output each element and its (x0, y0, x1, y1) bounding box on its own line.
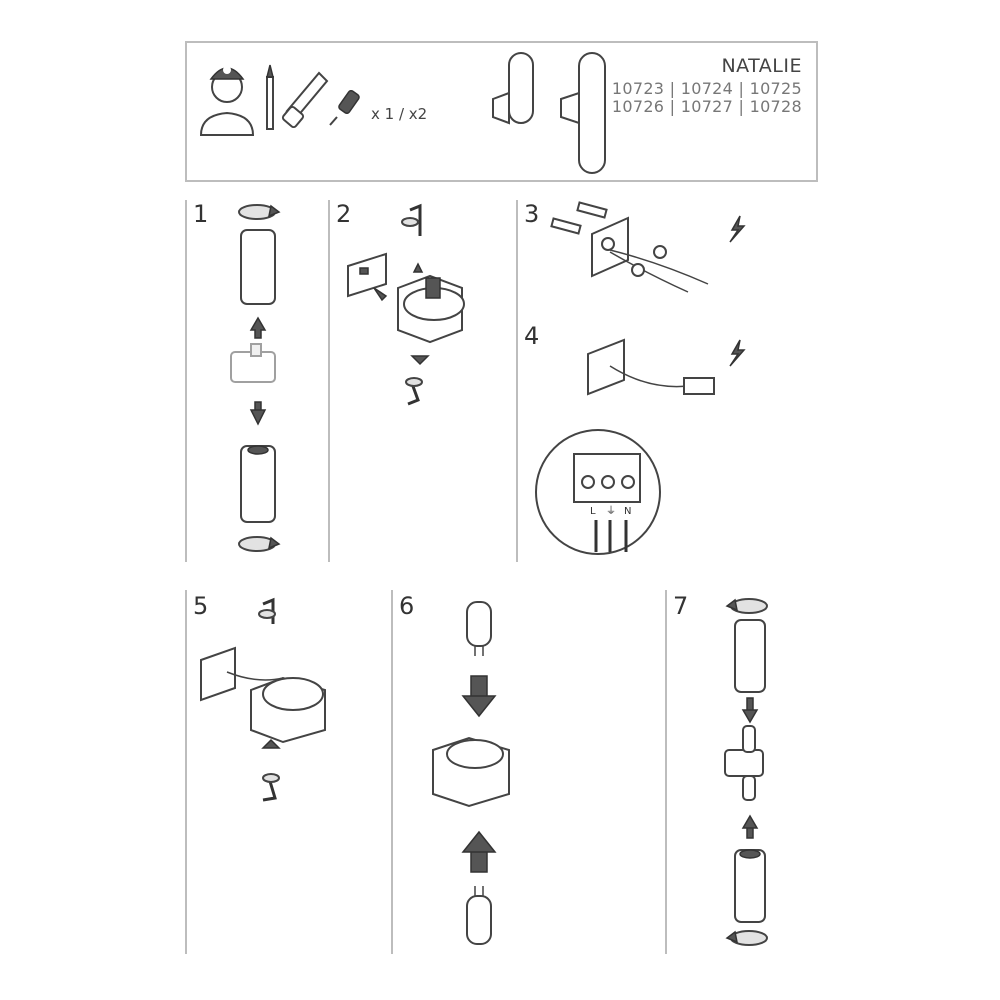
step-6-panel: 6 (391, 590, 665, 954)
wire (609, 251, 689, 293)
lamp-body (250, 676, 326, 744)
step-1-illustration (230, 204, 281, 552)
step-2-illustration (347, 203, 465, 406)
tools-illustration (199, 52, 606, 174)
step-number: 7 (673, 592, 689, 620)
lamp-shade-lower (734, 849, 766, 923)
step-number: 4 (524, 322, 540, 350)
pencil-icon (266, 64, 274, 130)
wire (609, 249, 709, 285)
terminal-label-l: L (590, 506, 596, 517)
wall-bracket (347, 252, 387, 298)
step-number: 1 (193, 200, 209, 228)
rotate-icon (238, 204, 281, 220)
lamp-short-icon (492, 52, 534, 125)
lamp-shade (734, 619, 766, 693)
step-number: 6 (399, 592, 415, 620)
model-numbers-line-2: 10726 | 10727 | 10728 (611, 97, 802, 116)
terminal-label-ground: ⏚ (606, 505, 616, 517)
terminal-label-n: N (624, 506, 631, 517)
step-7-panel: 7 (665, 590, 815, 954)
step-3-4-panel: 3 4 L ⏚ N (516, 200, 746, 562)
step-number: 5 (193, 592, 209, 620)
rotate-icon (725, 930, 768, 946)
arrow-up-icon (249, 316, 267, 339)
lamp-body (397, 274, 465, 344)
wiring-terminal-diagram (573, 453, 641, 552)
arrow-down-icon (249, 401, 267, 426)
wall-plugs (550, 201, 608, 235)
step-7-illustration (724, 598, 768, 946)
step-1-panel: 1 (185, 200, 328, 562)
lamp-body (724, 725, 764, 801)
mounting-plate (200, 646, 236, 702)
step-6-illustration (432, 601, 510, 945)
arrow-down-small (410, 355, 430, 366)
lamp-tall-icon (560, 52, 606, 174)
step-3-4-illustration: L ⏚ N (535, 201, 746, 555)
lamp-shade (240, 229, 276, 305)
product-name: NATALIE (721, 55, 802, 77)
arrow-up-icon (461, 830, 497, 873)
rotate-icon (238, 536, 281, 552)
electric-hazard-icon (729, 215, 746, 243)
step-2-panel: 2 (328, 200, 516, 562)
step-number: 2 (336, 200, 352, 228)
model-numbers-line-1: 10723 | 10724 | 10725 (611, 79, 802, 98)
arrow-up-small (412, 262, 424, 273)
g9-bulb-icon (466, 601, 492, 647)
g9-bulb-icon (466, 895, 492, 945)
arrow-down-icon (461, 675, 497, 718)
arrow-diagonal (373, 287, 388, 302)
lamp-shade-lower (240, 445, 276, 523)
tool-quantity-label: x 1 / x2 (371, 105, 428, 123)
mounting-plate (587, 338, 625, 396)
header-box: x 1 / x2 NATALIE 10723 | 10724 | 10725 1… (185, 41, 818, 182)
lamp-body (432, 736, 510, 808)
lamp-body-faded (230, 343, 276, 383)
electric-hazard-icon (729, 339, 746, 367)
screwdriver-icon (329, 89, 360, 126)
step-5-panel: 5 (185, 590, 391, 954)
terminal-block (683, 377, 715, 395)
saw-icon (281, 71, 329, 129)
rotate-icon (725, 598, 768, 614)
step-5-illustration (200, 597, 326, 802)
installer-icon (199, 66, 255, 136)
step-number: 3 (524, 200, 540, 228)
hex-key-icon (409, 203, 422, 236)
